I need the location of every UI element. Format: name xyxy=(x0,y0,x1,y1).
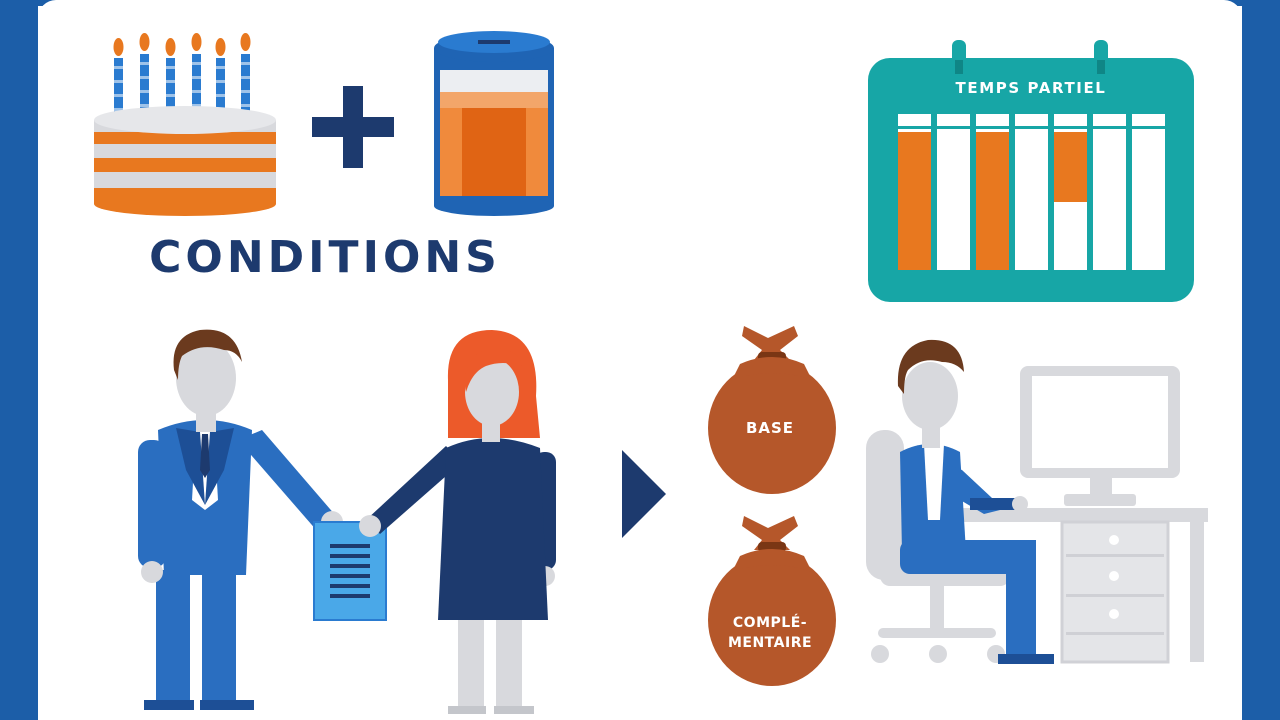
bag-complementaire-line1: COMPLÉ- xyxy=(732,615,808,631)
plus-icon xyxy=(312,86,394,168)
calendar-title: TEMPS PARTIEL xyxy=(955,79,1107,97)
conditions-label: CONDITIONS xyxy=(149,232,501,283)
money-bag-icon xyxy=(708,326,836,494)
savings-jar-icon xyxy=(434,31,554,216)
bag-base-label: BASE xyxy=(745,419,795,437)
bag-complementaire-line2: MENTAIRE xyxy=(727,635,813,651)
office-worker-icon xyxy=(897,339,1054,664)
woman-icon xyxy=(359,330,556,714)
money-bag-icon xyxy=(708,516,836,686)
calendar-icon xyxy=(868,40,1194,302)
play-arrow-icon xyxy=(622,450,666,538)
bag-complementaire-label: COMPLÉ- MENTAIRE xyxy=(710,613,830,653)
computer-monitor-icon xyxy=(1020,366,1180,506)
birthday-cake-icon xyxy=(94,33,276,216)
contract-document-icon xyxy=(313,521,387,621)
desk-icon xyxy=(940,508,1208,664)
man-icon xyxy=(138,329,343,710)
